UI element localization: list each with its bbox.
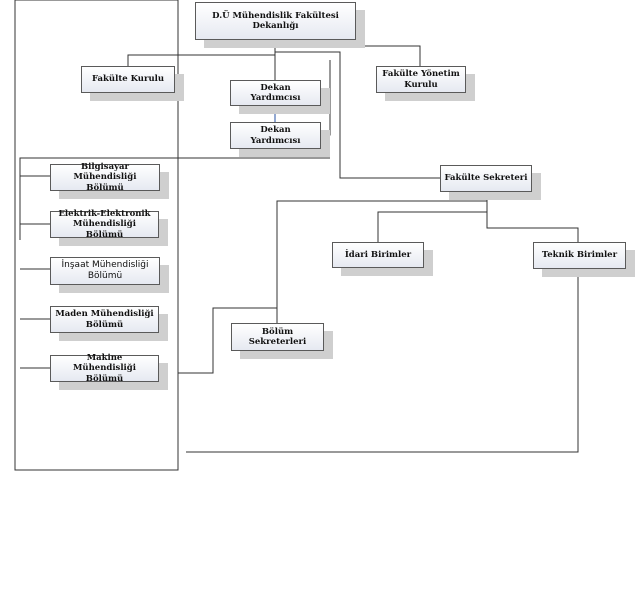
node-elektrik[interactable]: Elektrik-Elektronik Mühendisliği Bölümü [50, 209, 159, 240]
connector [178, 307, 278, 374]
departments-frame [14, 0, 179, 471]
connector [19, 157, 330, 240]
node-teknik-birimler[interactable]: Teknik Birimler [533, 242, 626, 269]
node-idari-birimler[interactable]: İdari Birimler [332, 242, 424, 268]
node-dekan[interactable]: D.Ü Mühendislik Fakültesi Dekanlığı [195, 2, 356, 40]
node-maden[interactable]: Maden Mühendisliği Bölümü [50, 306, 159, 333]
connector [486, 212, 579, 242]
connector [377, 201, 488, 242]
connector [186, 266, 579, 453]
node-bolum-sekreterleri[interactable]: Bölüm Sekreterleri [231, 323, 324, 351]
node-fakulte-sekreteri[interactable]: Fakülte Sekreteri [440, 165, 532, 192]
arrow-head [272, 106, 278, 112]
connector [127, 54, 275, 66]
node-bilgisayar[interactable]: Bilgisayar Mühendisliği Bölümü [50, 162, 160, 193]
node-makine[interactable]: Makine Mühendisliği Bölümü [50, 353, 159, 384]
node-yonetim-kurulu[interactable]: Fakülte Yönetim Kurulu [376, 66, 466, 93]
connector [275, 45, 421, 66]
node-dekan-yardimcisi-1[interactable]: Dekan Yardımcısı [230, 80, 321, 106]
node-kurul[interactable]: Fakülte Kurulu [81, 66, 175, 93]
node-insaat[interactable]: İnşaat Mühendisliği Bölümü [50, 257, 160, 285]
connector [274, 46, 440, 179]
connector [321, 60, 331, 136]
connector [276, 192, 488, 323]
node-dekan-yardimcisi-2[interactable]: Dekan Yardımcısı [230, 122, 321, 149]
